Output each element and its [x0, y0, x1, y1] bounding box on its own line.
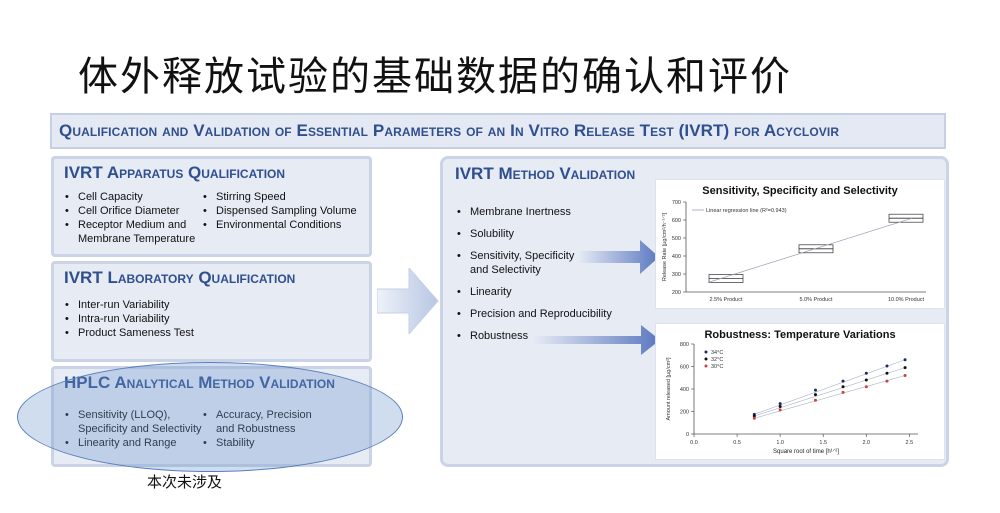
list-item: Membrane Inertness: [456, 205, 612, 219]
list-item-text: Membrane Temperature: [78, 233, 196, 245]
chart2-point: [864, 378, 868, 382]
chart2-x-tick-label: 1.5: [819, 440, 827, 446]
chart2-x-tick-label: 2.0: [862, 440, 870, 446]
chart2-y-tick-label: 400: [680, 387, 689, 393]
chart-robustness: Robustness: Temperature Variations 0 200 4…: [655, 323, 945, 460]
chart2-point: [841, 385, 845, 389]
chart2-y-tick-label: 800: [680, 342, 689, 348]
list-item: Intra-run Variability: [64, 312, 194, 326]
chart1-x-tick-label: 2.5% Product: [709, 297, 742, 303]
chart2-point: [752, 414, 756, 418]
chart2-y-tick-label: 0: [686, 432, 689, 438]
chart2-point: [903, 374, 907, 377]
chart2-legend-marker: [704, 350, 708, 354]
chart1-legend-label: Linear regression line (R²=0.943): [706, 208, 787, 214]
list-item-continued: and Selectivity: [470, 264, 541, 276]
chart2-point: [903, 366, 907, 370]
chart1-x-tick-label: 10.0% Product: [888, 297, 925, 303]
chart2-title: Robustness: Temperature Variations: [704, 329, 896, 341]
method-panel: IVRT Method Validation Membrane Inertnes…: [440, 156, 949, 467]
apparatus-list-2: Stirring Speed Dispensed Sampling Volume…: [202, 190, 357, 232]
list-item: Inter-run Variability: [64, 298, 194, 312]
chart2-x-tick-label: 0.5: [733, 440, 741, 446]
chart2-point: [885, 364, 889, 368]
chart2-point: [813, 398, 817, 402]
laboratory-panel: IVRT Laboratory Qualification Inter-run …: [51, 261, 372, 362]
chart2-fit-line: [754, 367, 906, 417]
list-item-continued: Membrane Temperature: [64, 232, 195, 246]
list-item-text: Sensitivity, Specificity: [470, 250, 575, 262]
right-arrow-icon: [377, 268, 439, 334]
list-item: Dispensed Sampling Volume: [202, 204, 357, 218]
arrow-to-chart1-icon: [578, 240, 659, 274]
chart2-y-label: Amount released [µg/cm²]: [666, 357, 672, 421]
chart2-point: [841, 379, 845, 383]
list-item: Cell Capacity: [64, 190, 195, 204]
apparatus-panel: IVRT Apparatus Qualification Cell Capaci…: [51, 156, 372, 257]
laboratory-list: Inter-run Variability Intra-run Variabil…: [64, 298, 194, 340]
list-item: Linearity: [456, 285, 612, 299]
annotation-note: 本次未涉及: [147, 473, 223, 491]
banner: Qualification and Validation of Essentia…: [50, 113, 946, 149]
chart2-x-tick-label: 0.0: [690, 440, 698, 446]
chart2-legend-label: 30°C: [711, 364, 723, 370]
method-list: Membrane Inertness Solubility Sensitivit…: [456, 205, 612, 351]
chart2-x-tick-label: 2.5: [906, 440, 914, 446]
list-item: Solubility: [456, 227, 612, 241]
chart1-title: Sensitivity, Specificity and Selectivity: [702, 185, 898, 197]
banner-title: Qualification and Validation of Essentia…: [59, 121, 840, 140]
chart2-point: [778, 404, 782, 408]
list-item: Stirring Speed: [202, 190, 357, 204]
chart2-x-tick-label: 1.0: [776, 440, 784, 446]
method-title: IVRT Method Validation: [455, 164, 636, 183]
chart2-legend-marker: [704, 364, 708, 368]
chart2-point: [885, 379, 889, 383]
chart2-point: [778, 408, 782, 412]
chart2-point: [885, 371, 889, 375]
list-item: Receptor Medium and: [64, 218, 195, 232]
chart1-y-label: Release Rate [µg/cm²/h⁻¹ᐟ²]: [661, 212, 668, 281]
chart2-point: [864, 371, 868, 375]
chart2-point: [864, 385, 868, 389]
highlight-ellipse: [17, 362, 403, 472]
chart1-y-tick-label: 400: [672, 254, 681, 260]
chart1-y-tick-label: 300: [672, 272, 681, 278]
chart2-point: [778, 402, 782, 406]
list-item: Robustness: [456, 329, 612, 343]
apparatus-title: IVRT Apparatus Qualification: [64, 163, 286, 182]
chart2-y-tick-label: 200: [680, 410, 689, 416]
chart2-y-tick-label: 600: [680, 365, 689, 371]
list-item: Environmental Conditions: [202, 218, 357, 232]
chart2-point: [813, 388, 817, 392]
chart1-x-tick-label: 5.0% Product: [799, 297, 832, 303]
arrow-to-chart2-icon: [533, 325, 660, 355]
chart2-legend-label: 32°C: [711, 357, 723, 363]
list-item: Cell Orifice Diameter: [64, 204, 195, 218]
chart2-fit-line: [754, 359, 906, 415]
chart2-x-label: Square root of time [h¹ᐟ²]: [773, 448, 839, 455]
chart1-regression-line: [707, 217, 913, 283]
list-item: Product Sameness Test: [64, 326, 194, 340]
chart-sensitivity: Sensitivity, Specificity and Selectivity…: [655, 179, 945, 309]
chart2-legend-label: 34°C: [711, 350, 723, 356]
list-item: Sensitivity, Specificity: [456, 249, 612, 263]
chart2-point: [903, 358, 907, 362]
chart1-y-tick-label: 700: [672, 200, 681, 206]
chart2-point: [752, 416, 756, 420]
laboratory-title: IVRT Laboratory Qualification: [64, 268, 296, 287]
chart2-point: [841, 390, 845, 394]
chart2-fit-line: [754, 375, 906, 419]
chart1-y-tick-label: 200: [672, 290, 681, 296]
chart2-legend-marker: [704, 357, 708, 361]
chart1-y-tick-label: 600: [672, 218, 681, 224]
apparatus-list-1: Cell Capacity Cell Orifice Diameter Rece…: [64, 190, 195, 246]
list-item: Precision and Reproducibility: [456, 307, 612, 321]
chart1-y-tick-label: 500: [672, 236, 681, 242]
page-title: 体外释放试验的基础数据的确认和评价: [78, 54, 792, 100]
chart2-point: [813, 393, 817, 397]
chart1-plot: 200 300 400 500 600 700 2.5% Product 5.0% Produ…: [661, 200, 926, 303]
